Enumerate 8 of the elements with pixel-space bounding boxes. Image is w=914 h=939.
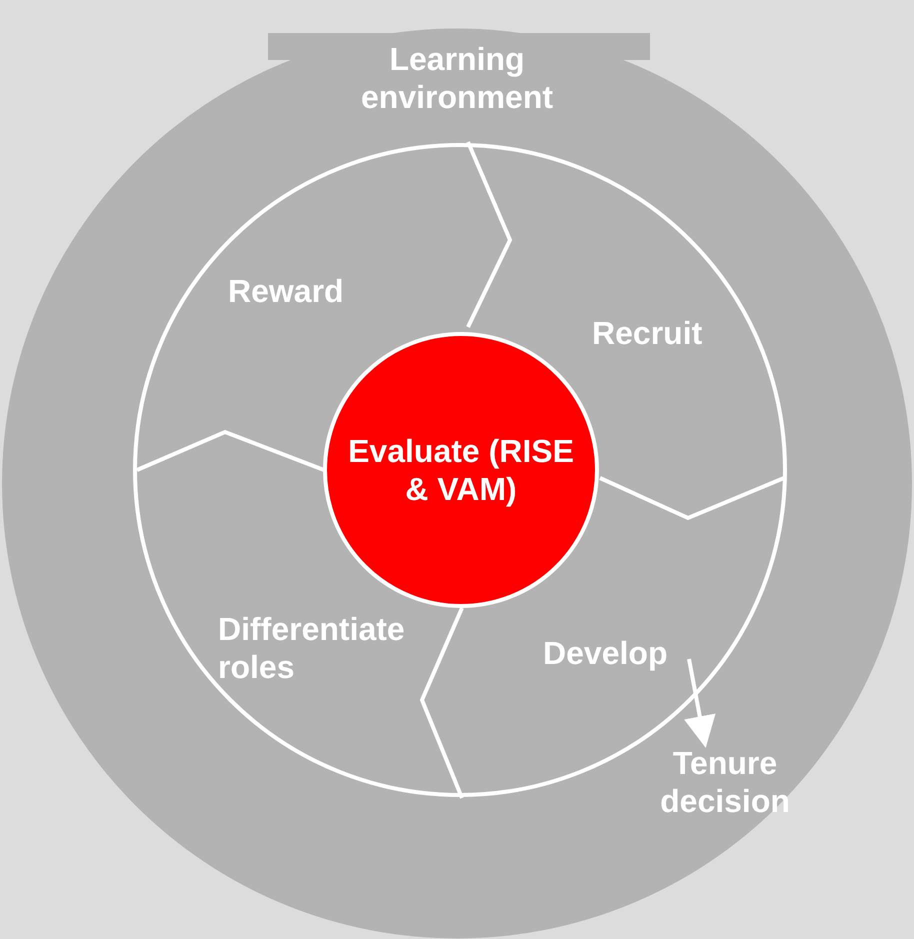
segment-label: Recruit (592, 314, 732, 356)
ring-title: Learning environment (360, 40, 554, 117)
segment-label: Reward (228, 272, 378, 314)
arrow (684, 658, 716, 748)
segment-label: Tenure decision (640, 744, 810, 828)
segment-label: Develop (543, 634, 693, 676)
center-label: Evaluate (RISE & VAM) (347, 432, 575, 508)
segment-label: Differentiate roles (218, 610, 446, 694)
